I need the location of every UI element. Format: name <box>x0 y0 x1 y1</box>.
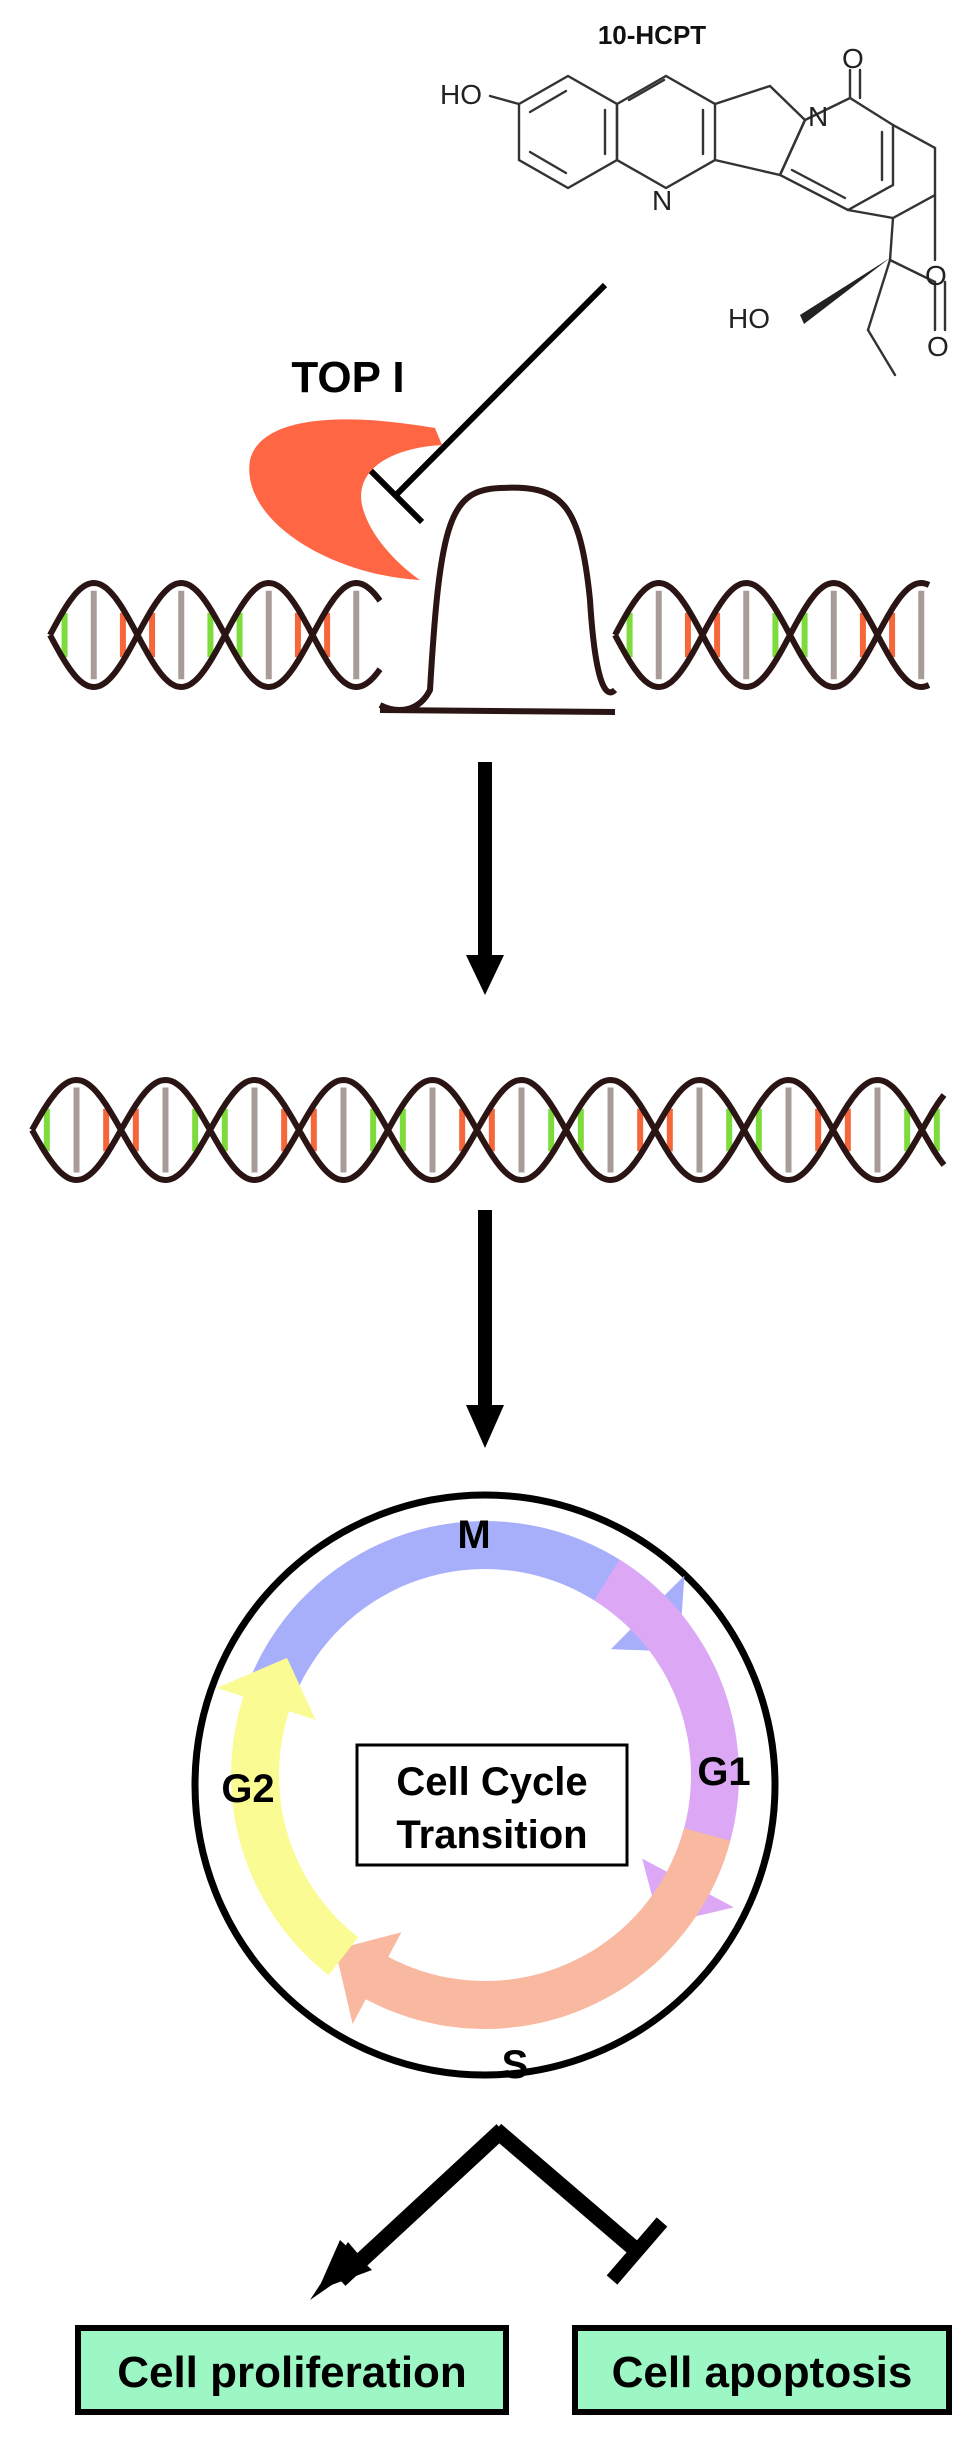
atom-n-ring: N <box>652 185 672 216</box>
atom-ho-right: HO <box>728 303 770 334</box>
atom-n-lactam: N <box>808 101 828 132</box>
arrow-down-1 <box>466 762 504 995</box>
dna-strand <box>47 579 383 691</box>
outcome-label-apoptosis: Cell apoptosis <box>612 2348 913 2397</box>
atom-o-lactone: O <box>927 331 949 362</box>
cycle-center-box <box>355 1743 629 1867</box>
arrow-down-2 <box>466 1210 504 1448</box>
outcome-branches <box>310 2123 668 2300</box>
dna-bubble-strand <box>379 707 616 715</box>
phase-label-g2: G2 <box>221 1767 274 1811</box>
dna-strand <box>612 579 931 691</box>
benzene-ring <box>517 74 619 190</box>
top1-label: TOP I <box>291 353 404 402</box>
outcome-box-apoptosis <box>572 2325 952 2415</box>
cycle-label-line2: Transition <box>396 1813 587 1857</box>
hcpt-structure: 10-HCPT HO N N O <box>440 20 949 377</box>
dna-relaxed-segment <box>29 1076 947 1184</box>
phase-arrow-s <box>335 1828 731 2029</box>
pyridine-ring <box>615 74 717 190</box>
outcome-label-proliferation: Cell proliferation <box>117 2348 467 2397</box>
cell-outline <box>191 1491 779 2079</box>
drug-name: 10-HCPT <box>598 20 706 50</box>
cell-cycle: M G1 S G2 Cell Cycle Transition <box>191 1491 779 2087</box>
phase-label-s: S <box>502 2043 529 2087</box>
outcome-box-proliferation <box>75 2325 509 2415</box>
dna-strand <box>29 1076 947 1184</box>
inhibition-bar <box>367 467 425 525</box>
inhibition-line <box>393 282 608 498</box>
dna-strand <box>47 579 383 691</box>
atom-o-ketone: O <box>842 43 864 74</box>
dna-supercoiled-segment <box>47 484 931 715</box>
phase-label-g1: G1 <box>697 1750 750 1794</box>
cycle-label-line1: Cell Cycle <box>396 1760 587 1804</box>
atom-ho-left: HO <box>440 79 482 110</box>
phase-arrow-g2 <box>216 1657 359 1976</box>
dna-strand <box>29 1076 947 1184</box>
top1-enzyme-shape <box>249 419 442 580</box>
phase-arrow-m <box>246 1521 685 1705</box>
dna-bubble-strand <box>378 484 618 713</box>
phase-label-m: M <box>457 1513 490 1557</box>
atom-o-ring: O <box>925 260 947 291</box>
